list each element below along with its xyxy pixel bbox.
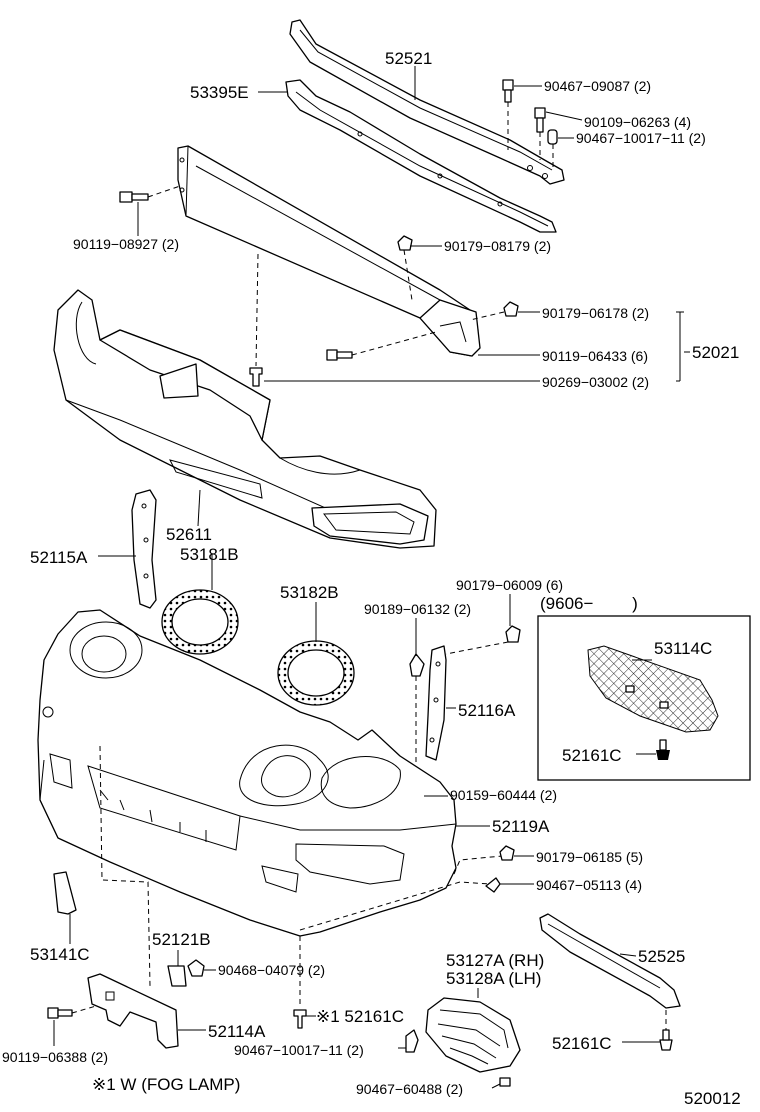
label-90269-03002: 90269−03002 (2) [542, 374, 649, 390]
rivet-90269-03002 [249, 367, 263, 387]
clip-90468-04079 [187, 959, 205, 977]
bracket-53141C [53, 871, 77, 915]
label-52121B: 52121B [152, 930, 211, 949]
label-52021: 52021 [692, 343, 739, 362]
label-90467-10017-bottom: 90467−10017−11 (2) [234, 1042, 364, 1058]
bracket-52115A [131, 489, 157, 609]
label-90467-60488: 90467−60488 (2) [356, 1081, 463, 1097]
label-52161C-mark: ※1 52161C [316, 1007, 404, 1026]
label-53395E: 53395E [190, 83, 249, 102]
diagram-number: 520012 [684, 1089, 741, 1108]
label-53141C: 53141C [30, 945, 90, 964]
clip-90467-10017-bottom [405, 1029, 419, 1053]
label-90109-06263: 90109−06263 (4) [584, 114, 691, 130]
label-90119-06388: 90119−06388 (2) [2, 1049, 108, 1065]
label-53181B: 53181B [180, 545, 239, 564]
bolt-90467-09087 [502, 79, 514, 103]
energy-absorber-52611 [53, 289, 437, 549]
reinforcement-53395E [285, 79, 557, 233]
label-53182B: 53182B [280, 583, 339, 602]
lamp-ring-53181B [161, 589, 239, 655]
label-9606: (9606− ) [540, 594, 638, 613]
clip-90179-06178 [503, 301, 519, 317]
clip-90467-05113 [485, 877, 501, 893]
reinforcement-52521 [289, 19, 565, 185]
absorber-52021 [177, 145, 481, 357]
screw-90467-60488 [499, 1077, 511, 1087]
label-52521: 52521 [385, 49, 432, 68]
clip-52161C-right [659, 1029, 673, 1051]
grille-53114C [587, 645, 719, 733]
label-53114C: 53114C [654, 639, 712, 658]
label-90179-08179: 90179−08179 (2) [444, 238, 551, 254]
label-90159-60444: 90159−60444 (2) [450, 787, 557, 803]
label-52611: 52611 [166, 525, 212, 544]
clip-90179-06185 [499, 845, 515, 861]
leader-lines [53, 66, 690, 1089]
bumper-cover-52119A [37, 609, 457, 937]
label-53128A: 53128A (LH) [446, 969, 541, 988]
footnote: ※1 W (FOG LAMP) [92, 1075, 240, 1094]
clip-90467-10017-top [547, 129, 558, 145]
bolt-90119-06388 [47, 1007, 73, 1019]
clip-90189-06132 [409, 653, 425, 677]
label-90179-06178: 90179−06178 (2) [542, 305, 649, 321]
label-90179-06185: 90179−06185 (5) [536, 849, 643, 865]
label-52114A: 52114A [208, 1022, 266, 1041]
clip-90179-06009 [505, 625, 521, 643]
reinforcement-52525 [539, 913, 681, 1009]
label-52115A: 52115A [30, 548, 88, 567]
label-90468-04079: 90468−04079 (2) [218, 962, 325, 978]
inset-box-9606 [537, 615, 751, 781]
label-90467-09087: 90467−09087 (2) [544, 78, 651, 94]
bolt-90109-06263 [534, 107, 546, 133]
lamp-ring-53182B [277, 640, 355, 706]
label-52119A: 52119A [492, 817, 550, 836]
clip-52161C-mark [293, 1009, 307, 1029]
bracket-52114A [87, 973, 179, 1049]
label-90467-10017-top: 90467−10017−11 (2) [576, 130, 706, 146]
label-52161C-inset: 52161C [562, 746, 622, 765]
label-90467-05113: 90467−05113 (4) [536, 877, 642, 893]
label-52161C-right: 52161C [552, 1034, 612, 1053]
label-90189-06132: 90189−06132 (2) [364, 601, 471, 617]
label-90119-06433: 90119−06433 (6) [542, 348, 648, 364]
label-90179-06009: 90179−06009 (6) [456, 577, 563, 593]
clip-52121B [167, 965, 187, 987]
bracket-52116A [425, 645, 447, 761]
label-52116A: 52116A [458, 701, 516, 720]
label-52525: 52525 [638, 947, 685, 966]
clip-90179-08179 [397, 235, 413, 251]
clip-52161C-inset [656, 739, 670, 760]
label-53127A: 53127A (RH) [446, 951, 544, 970]
label-90119-08927: 90119−08927 (2) [73, 236, 179, 252]
bolt-90119-08927 [119, 191, 149, 203]
fog-lamp-53127A [425, 997, 521, 1073]
bolt-90119-06433 [326, 349, 353, 361]
